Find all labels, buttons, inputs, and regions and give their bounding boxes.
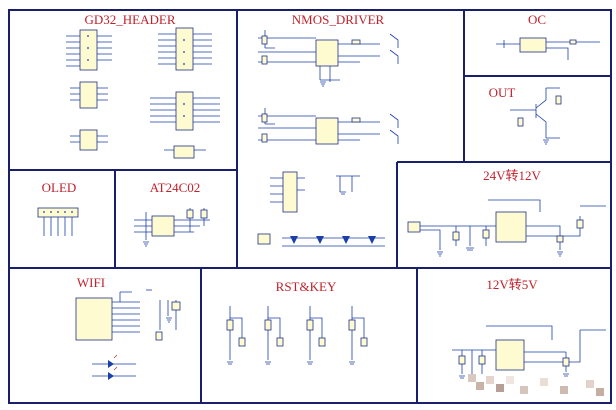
wifi-circuit [75, 289, 181, 380]
out-circuit [510, 87, 562, 145]
title-wifi: WIFI [77, 275, 105, 290]
title-gd32-header: GD32_HEADER [85, 12, 176, 27]
v24-to-12v-circuit [407, 199, 606, 257]
v12-to-5v-circuit [452, 325, 606, 379]
rst-key-circuit [226, 306, 368, 365]
title-oled: OLED [42, 180, 77, 195]
blur-patch [468, 374, 604, 396]
title-rst-key: RST&KEY [276, 279, 337, 294]
gd32-header-circuit [66, 27, 220, 159]
title-out: OUT [489, 85, 516, 100]
title-nmos-driver: NMOS_DRIVER [292, 12, 385, 27]
at24c02-circuit [134, 208, 210, 247]
title-at24c02: AT24C02 [150, 180, 201, 195]
block-borders [8, 9, 612, 404]
title-12v-to-5v: 12V转5V [486, 277, 538, 292]
oled-circuit [37, 207, 79, 236]
title-24v-to-12v: 24V转12V [483, 168, 541, 183]
title-oc: OC [528, 12, 546, 27]
nmos-driver-circuit [257, 30, 399, 247]
oc-circuit [496, 37, 600, 60]
